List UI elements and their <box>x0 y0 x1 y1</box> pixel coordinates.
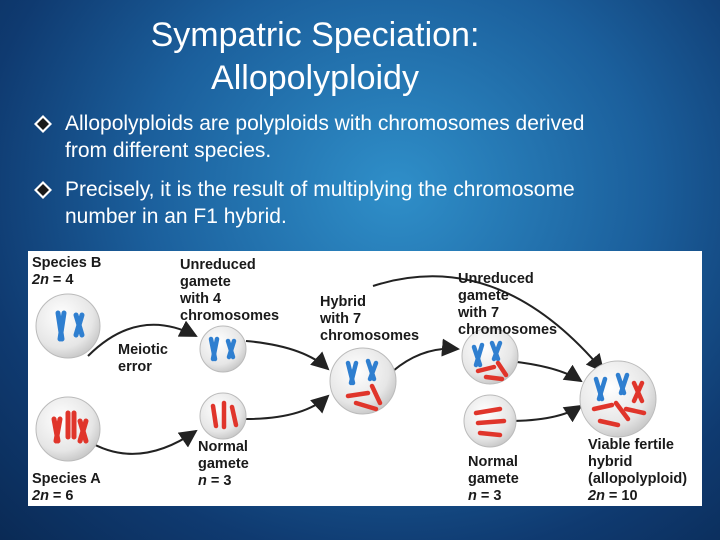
species-b-ploidy: 2n= 4 <box>31 272 73 288</box>
ploidy-variable: 2n <box>587 488 605 504</box>
diagram-canvas: Species B 2n= 4 Unreduced gamete with 4 … <box>31 255 687 504</box>
species-a-label: Species A 2n= 6 <box>31 471 101 504</box>
label-line: gamete <box>198 456 249 472</box>
species-b-name: Species B <box>32 255 101 271</box>
bullet-text-line: Precisely, it is the result of multiplyi… <box>65 178 575 201</box>
hybrid-cell <box>329 347 397 415</box>
label-line: 2n= 10 <box>587 488 638 504</box>
normal-gamete-a-cell <box>199 392 247 440</box>
label-line: chromosomes <box>320 328 419 344</box>
species-a-ploidy: 2n= 6 <box>31 488 73 504</box>
diamond-bullet-icon <box>34 115 52 133</box>
label-line: gamete <box>458 288 509 304</box>
hybrid-label: Hybrid with 7 chromosomes <box>319 294 419 344</box>
species-a-name: Species A <box>32 471 101 487</box>
normal-gamete-b-label: Normal gamete n= 3 <box>468 454 519 504</box>
label-line: hybrid <box>588 454 632 470</box>
bullet-list: Allopolyploids are polyploids with chrom… <box>34 110 694 242</box>
ploidy-value: = 4 <box>53 272 74 288</box>
ploidy-value: = 6 <box>53 488 74 504</box>
ploidy-variable: 2n <box>31 488 49 504</box>
label-line: Hybrid <box>320 294 366 310</box>
label-line: chromosomes <box>180 308 279 324</box>
label-line: Normal <box>468 454 518 470</box>
label-line: Normal <box>198 439 248 455</box>
unreduced-gamete-7-label: Unreduced gamete with 7 chromosomes <box>457 271 557 338</box>
unreduced-gamete-7-cell <box>461 327 519 385</box>
unreduced-gamete-4-cell <box>199 325 247 373</box>
label-line: Meiotic <box>118 342 168 358</box>
bullet-item: Allopolyploids are polyploids with chrom… <box>34 110 694 164</box>
label-line: (allopolyploid) <box>588 471 687 487</box>
label-line: error <box>118 359 152 375</box>
ploidy-variable: n <box>198 473 207 489</box>
label-line: gamete <box>180 274 231 290</box>
ploidy-variable: n <box>468 488 477 504</box>
ploidy-variable: 2n <box>31 272 49 288</box>
label-line: with 7 <box>457 305 499 321</box>
title-line-1: Sympatric Speciation: <box>150 16 480 54</box>
diamond-bullet-icon <box>34 181 52 199</box>
bullet-text-line: Allopolyploids are polyploids with chrom… <box>65 112 585 135</box>
label-line: with 7 <box>319 311 361 327</box>
ploidy-value: = 3 <box>481 488 502 504</box>
label-line: with 4 <box>179 291 221 307</box>
bullet-item: Precisely, it is the result of multiplyi… <box>34 176 694 230</box>
viable-hybrid-label: Viable fertile hybrid (allopolyploid) 2n… <box>587 437 687 504</box>
allopolyploidy-diagram: Species B 2n= 4 Unreduced gamete with 4 … <box>28 251 702 506</box>
label-line: Unreduced <box>458 271 534 287</box>
species-b-label: Species B 2n= 4 <box>31 255 101 288</box>
bullet-text-line: number in an F1 hybrid. <box>65 205 287 228</box>
unreduced-gamete-4-label: Unreduced gamete with 4 chromosomes <box>179 257 279 324</box>
label-line: Viable fertile <box>588 437 674 453</box>
normal-gamete-a-label: Normal gamete n= 3 <box>198 439 249 489</box>
title-line-2: Allopolyploidy <box>211 59 419 97</box>
bullet-text-line: from different species. <box>65 139 272 162</box>
ploidy-value: = 10 <box>609 488 638 504</box>
meiotic-error-label: Meiotic error <box>118 342 168 375</box>
species-a-cell <box>35 396 101 462</box>
label-line: n= 3 <box>468 488 501 504</box>
species-b-cell <box>35 293 101 359</box>
slide-title: Sympatric Speciation: Allopolyploidy <box>100 14 530 100</box>
label-line: chromosomes <box>458 322 557 338</box>
label-line: gamete <box>468 471 519 487</box>
normal-gamete-b-cell <box>463 394 517 448</box>
label-line: n= 3 <box>198 473 231 489</box>
ploidy-value: = 3 <box>211 473 232 489</box>
label-line: Unreduced <box>180 257 256 273</box>
viable-hybrid-cell <box>579 360 657 438</box>
